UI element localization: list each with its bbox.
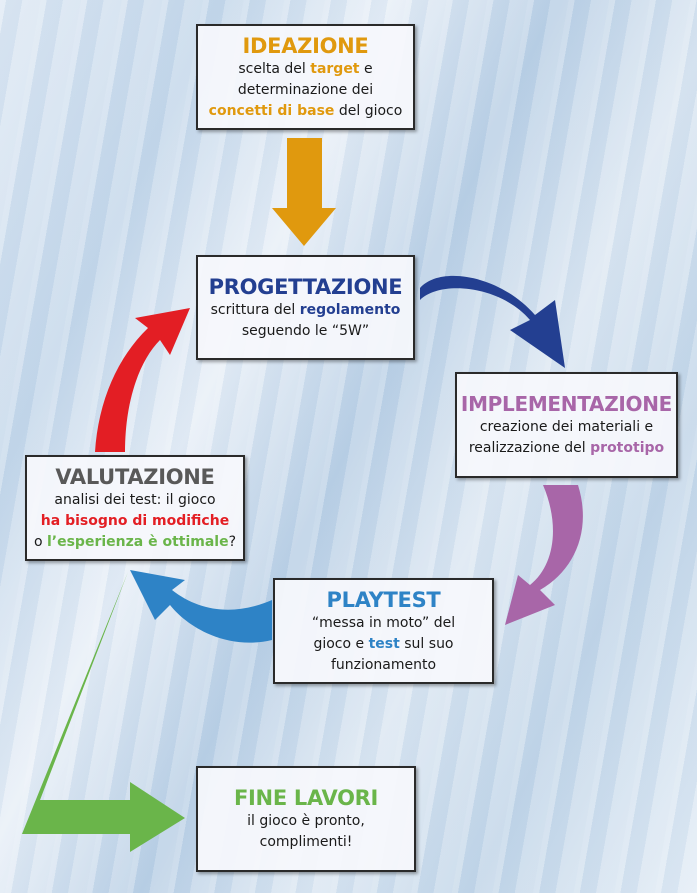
arrow-valutazione-to-fine	[22, 572, 185, 852]
step-description: il gioco è pronto,complimenti!	[247, 813, 365, 850]
step-title: IDEAZIONE	[242, 33, 369, 58]
step-title: FINE LAVORI	[233, 786, 379, 810]
step-title: IMPLEMENTAZIONE	[460, 392, 673, 416]
arrow-implementazione-to-playtest	[505, 485, 583, 625]
step-implementazione: IMPLEMENTAZIONE creazione dei materiali …	[455, 372, 678, 478]
arrow-progettazione-to-implementazione	[420, 275, 565, 368]
step-title: VALUTAZIONE	[55, 464, 215, 489]
step-fine-lavori: FINE LAVORI il gioco è pronto,compliment…	[196, 766, 416, 872]
step-title: PROGETTAZIONE	[208, 274, 403, 299]
step-title: PLAYTEST	[326, 587, 441, 612]
arrow-ideazione-to-progettazione	[272, 138, 336, 246]
arrow-playtest-to-valutazione	[130, 570, 272, 643]
arrow-valutazione-to-progettazione	[95, 308, 190, 452]
